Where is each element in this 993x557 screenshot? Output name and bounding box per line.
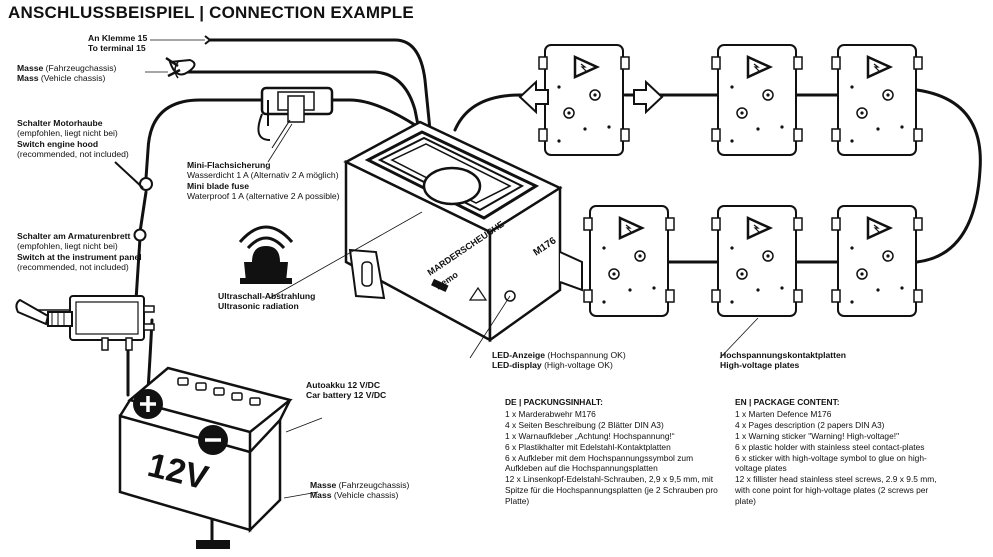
package-content-de-item: 6 x Aufkleber mit dem Hochspannungssymbo…	[505, 452, 694, 474]
page-title: ANSCHLUSSBEISPIEL | CONNECTION EXAMPLE	[8, 3, 414, 22]
mass-label-bottom-de: Masse	[310, 480, 337, 490]
mass-label-bottom-en: Mass	[310, 490, 332, 501]
hood-switch-label-de-note: (empfohlen, liegt nicht bei)	[17, 128, 118, 139]
mass-label-top-en: Mass	[17, 73, 39, 84]
package-content-en-item: 1 x Warning sticker "Warning! High-volta…	[735, 430, 900, 441]
plates-label-de: Hochspannungskontaktplatten	[720, 350, 847, 360]
mass-label-bottom-en-note: (Vehicle chassis)	[333, 490, 399, 501]
battery-label-de: Autoakku 12 V/DC	[306, 380, 381, 390]
terminal-15-label-en: To terminal 15	[88, 43, 146, 54]
battery-label: Autoakku 12 V/DC Car battery 12 V/DC	[306, 380, 386, 401]
package-content-en: EN | PACKAGE CONTENT: 1 x Marten Defence…	[735, 397, 950, 507]
arrow-right-icon	[633, 79, 664, 115]
blade-fuse-icon	[257, 86, 334, 149]
hood-switch-label: Schalter Motorhaube (empfohlen, liegt ni…	[17, 118, 129, 160]
fuse-label: Mini-Flachsicherung Wasserdicht 1 A (Alt…	[187, 160, 340, 202]
package-content-en-item: 12 x fillister head stainless steel scre…	[735, 474, 937, 507]
led-label-de-note: (Hochspannung OK)	[547, 350, 626, 360]
terminal-15-label: An Klemme 15 To terminal 15	[88, 33, 147, 54]
ultrasonic-label-en: Ultrasonic radiation	[218, 301, 299, 312]
ultrasonic-wave-icon	[238, 225, 294, 284]
plates-label: Hochspannungskontaktplatten High-voltage…	[720, 350, 846, 371]
package-content-de-item: 4 x Seiten Beschreibung (2 Blätter DIN A…	[505, 419, 664, 430]
package-content-de-item: 1 x Marderabwehr M176	[505, 408, 596, 419]
led-label-en: LED-display	[492, 360, 542, 371]
fuse-label-de-note: Wasserdicht 1 A (Alternativ 2 A möglich)	[187, 170, 339, 181]
plus-icon	[133, 389, 163, 419]
ultrasonic-label: Ultraschall-Abstrahlung Ultrasonic radia…	[218, 291, 315, 312]
battery-label-en: Car battery 12 V/DC	[306, 390, 387, 401]
arrow-left-icon	[518, 79, 549, 115]
led-label-de: LED-Anzeige	[492, 350, 545, 360]
mass-label-top-de-note: (Fahrzeugchassis)	[45, 63, 117, 73]
mass-label-bottom-de-note: (Fahrzeugchassis)	[338, 480, 410, 490]
package-content-en-item: 1 x Marten Defence M176	[735, 408, 832, 419]
panel-switch-label-en: Switch at the instrument panel	[17, 251, 142, 262]
package-content-de-item: 6 x Plastikhalter mit Edelstahl-Kontaktp…	[505, 441, 671, 452]
led-label: LED-Anzeige (Hochspannung OK) LED-displa…	[492, 350, 626, 371]
toggle-switch-icon	[15, 295, 155, 351]
fuse-label-en: Mini blade fuse	[187, 180, 250, 191]
mass-label-top-en-note: (Vehicle chassis)	[40, 73, 106, 84]
ultrasonic-label-de: Ultraschall-Abstrahlung	[218, 291, 316, 301]
mass-label-top-de: Masse	[17, 63, 44, 73]
package-content-de-item: 12 x Linsenkopf-Edelstahl-Schrauben, 2,9…	[505, 474, 718, 507]
panel-switch-label-en-note: (recommended, not included)	[17, 262, 129, 273]
hood-switch-label-en-note: (recommended, not included)	[17, 149, 129, 160]
panel-switch-label: Schalter am Armaturenbrett (empfohlen, l…	[17, 231, 142, 273]
led-label-en-note: (High-voltage OK)	[544, 360, 613, 371]
plates-label-en: High-voltage plates	[720, 360, 800, 371]
package-content-en-item: 6 x plastic holder with stainless steel …	[735, 441, 925, 452]
panel-switch-label-de-note: (empfohlen, liegt nicht bei)	[17, 241, 118, 252]
package-content-en-item: 6 x sticker with high-voltage symbol to …	[735, 452, 927, 474]
package-content-de-item: 1 x Warnaufkleber „Achtung! Hochspannung…	[505, 430, 675, 441]
panel-switch-label-de: Schalter am Armaturenbrett	[17, 231, 131, 241]
hood-switch-label-en: Switch engine hood	[17, 138, 99, 149]
package-content-de: DE | PACKUNGSINHALT: 1 x Marderabwehr M1…	[505, 397, 720, 507]
fuse-label-de: Mini-Flachsicherung	[187, 160, 271, 170]
package-content-en-item: 4 x Pages description (2 papers DIN A3)	[735, 419, 885, 430]
terminal-15-label-de: An Klemme 15	[88, 33, 148, 43]
ground-lug-icon	[165, 56, 196, 79]
ground-symbol-icon	[196, 540, 230, 549]
m176-device: MARDERSCHEUCHE Kemo M176	[343, 120, 583, 343]
mass-label-bottom: Masse (Fahrzeugchassis) Mass (Vehicle ch…	[310, 480, 409, 501]
hood-switch-label-de: Schalter Motorhaube	[17, 118, 103, 128]
high-voltage-plates	[537, 43, 924, 318]
package-content-en-heading: EN | PACKAGE CONTENT:	[735, 397, 840, 407]
terminal-15-wire-end	[204, 35, 212, 45]
package-content-de-heading: DE | PACKUNGSINHALT:	[505, 397, 603, 407]
fuse-label-en-note: Waterproof 1 A (alternative 2 A possible…	[187, 191, 340, 202]
mass-label-top: Masse (Fahrzeugchassis) Mass (Vehicle ch…	[17, 63, 116, 84]
switch-icon	[114, 161, 153, 242]
minus-icon	[198, 425, 228, 455]
